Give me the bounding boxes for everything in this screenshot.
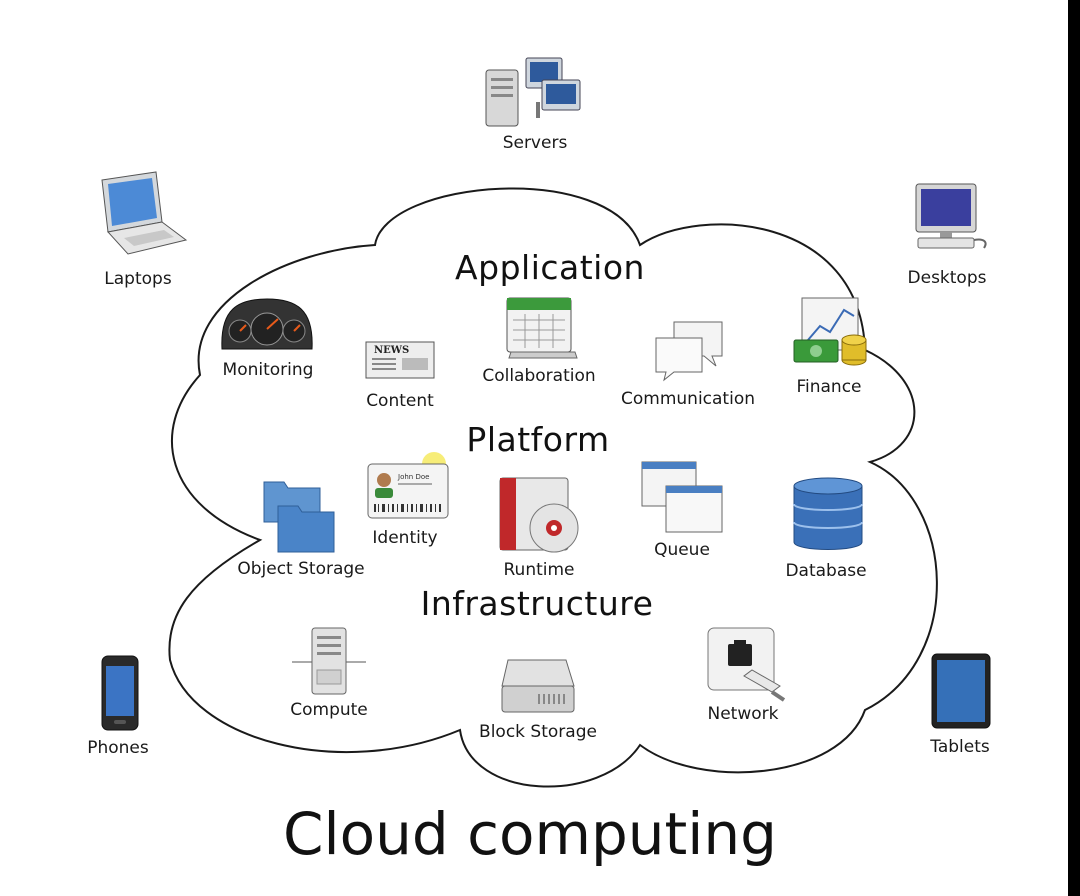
phone-icon bbox=[101, 655, 139, 731]
diagram-title: Cloud computing bbox=[283, 800, 777, 868]
desktop-icon bbox=[915, 183, 987, 249]
label-block-storage: Block Storage bbox=[479, 722, 597, 742]
label-compute: Compute bbox=[290, 700, 368, 720]
newspaper-icon: NEWS bbox=[365, 341, 435, 379]
queue-windows-icon bbox=[641, 461, 723, 533]
newspaper-headline: NEWS bbox=[374, 345, 409, 356]
label-queue: Queue bbox=[654, 540, 710, 560]
label-runtime: Runtime bbox=[503, 560, 575, 580]
heading-platform: Platform bbox=[466, 420, 610, 459]
label-tablets: Tablets bbox=[930, 737, 990, 757]
label-network: Network bbox=[707, 704, 779, 724]
label-object-storage: Object Storage bbox=[237, 559, 365, 579]
heading-infrastructure: Infrastructure bbox=[420, 584, 654, 623]
label-finance: Finance bbox=[796, 377, 862, 397]
dashboard-gauge-icon bbox=[221, 298, 313, 350]
id-card-name: John Doe bbox=[397, 473, 429, 481]
label-content: Content bbox=[366, 391, 434, 411]
label-monitoring: Monitoring bbox=[222, 360, 314, 380]
database-cylinder-icon bbox=[793, 477, 863, 550]
heading-application: Application bbox=[455, 248, 645, 287]
label-phones: Phones bbox=[87, 738, 149, 758]
label-database: Database bbox=[785, 561, 867, 581]
network-jack-icon bbox=[707, 627, 786, 702]
servers-icon bbox=[485, 57, 581, 127]
tablet-icon bbox=[931, 653, 991, 729]
laptop-icon bbox=[101, 171, 188, 255]
label-communication: Communication bbox=[621, 389, 755, 409]
label-collaboration: Collaboration bbox=[482, 366, 596, 386]
hard-drive-icon bbox=[501, 659, 575, 713]
finance-chart-money-icon bbox=[793, 297, 867, 366]
right-edge-bar bbox=[1068, 0, 1080, 896]
runtime-box-disc-icon bbox=[499, 477, 579, 553]
label-identity: Identity bbox=[372, 528, 438, 548]
label-desktops: Desktops bbox=[907, 268, 987, 288]
calendar-icon bbox=[506, 297, 578, 359]
label-servers: Servers bbox=[502, 133, 568, 153]
speech-bubbles-icon bbox=[655, 321, 723, 382]
folders-icon bbox=[263, 481, 335, 553]
compute-server-icon bbox=[292, 627, 366, 695]
label-laptops: Laptops bbox=[104, 269, 172, 289]
id-card-icon: John Doe bbox=[367, 452, 449, 519]
